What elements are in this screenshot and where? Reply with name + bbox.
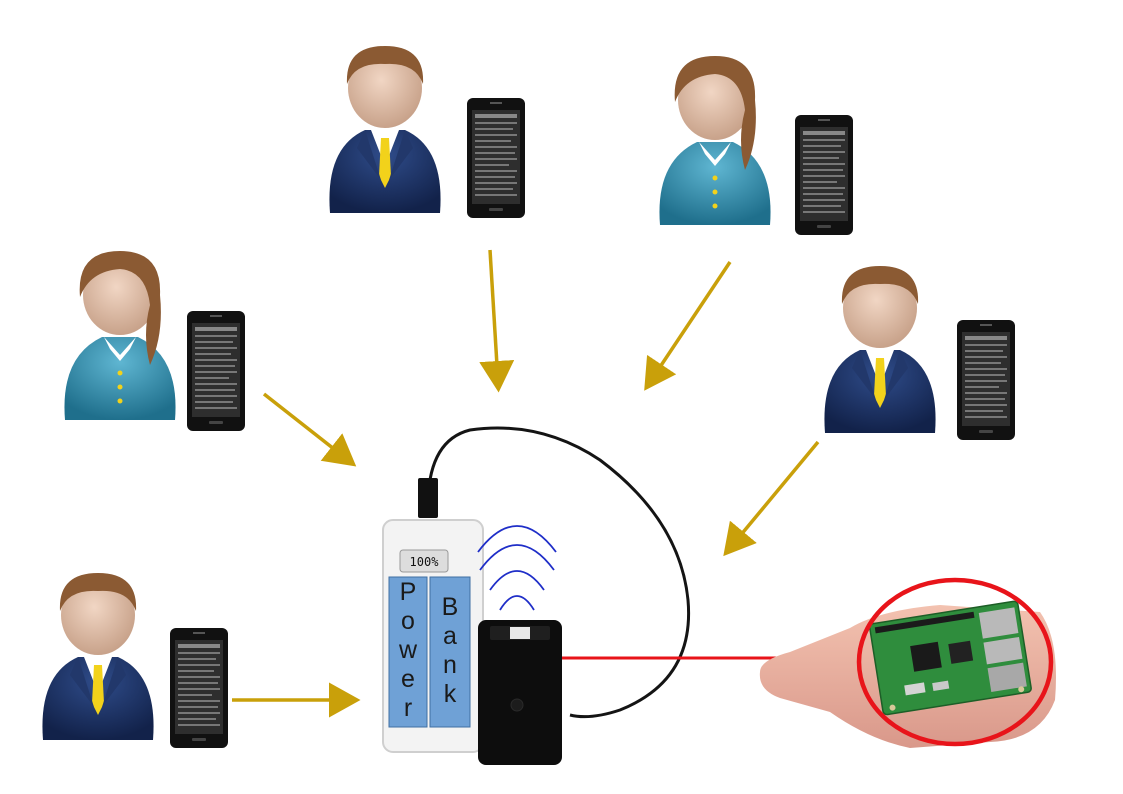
highlight-circle bbox=[856, 577, 1054, 747]
smartphone-icon bbox=[957, 320, 1015, 440]
power-letter: o bbox=[401, 607, 415, 635]
power-letter: e bbox=[401, 665, 415, 693]
user-4 bbox=[824, 266, 1015, 440]
power-bank-display: 100% bbox=[410, 555, 440, 569]
user-2 bbox=[659, 56, 853, 235]
arrow-user-4 bbox=[723, 440, 820, 557]
bank-label: B a n k bbox=[442, 593, 459, 708]
usb-cable-icon bbox=[426, 426, 691, 719]
arrow-user-3 bbox=[262, 392, 357, 467]
bank-letter: B bbox=[442, 593, 459, 621]
user-1 bbox=[329, 46, 525, 218]
smartphone-icon bbox=[187, 311, 245, 431]
raspberry-pi-board-icon bbox=[759, 577, 1056, 748]
power-label: P o w e r bbox=[398, 578, 418, 722]
arrows bbox=[232, 249, 820, 718]
usb-plug-icon bbox=[418, 478, 438, 518]
user-5 bbox=[42, 573, 228, 748]
wifi-icon bbox=[477, 525, 557, 611]
arrow-user-2 bbox=[644, 261, 732, 391]
user-icon bbox=[329, 46, 441, 213]
arrow-user-1 bbox=[479, 249, 515, 393]
power-letter: w bbox=[398, 636, 418, 664]
user-icon bbox=[42, 573, 154, 740]
bank-letter: a bbox=[443, 622, 457, 650]
router-icon bbox=[478, 620, 562, 765]
raspberry-pi-board bbox=[869, 600, 1032, 716]
user-icon bbox=[824, 266, 936, 433]
bank-letter: k bbox=[444, 680, 457, 708]
user-icon bbox=[64, 251, 176, 420]
bank-letter: n bbox=[443, 651, 457, 679]
smartphone-icon bbox=[170, 628, 228, 748]
smartphone-icon bbox=[795, 115, 853, 235]
user-3 bbox=[64, 251, 245, 431]
smartphone-icon bbox=[467, 98, 525, 218]
power-bank-icon: 100% P o w e r B a n k bbox=[382, 519, 484, 753]
power-letter: r bbox=[404, 694, 412, 722]
user-icon bbox=[659, 56, 771, 225]
power-letter: P bbox=[400, 578, 417, 606]
